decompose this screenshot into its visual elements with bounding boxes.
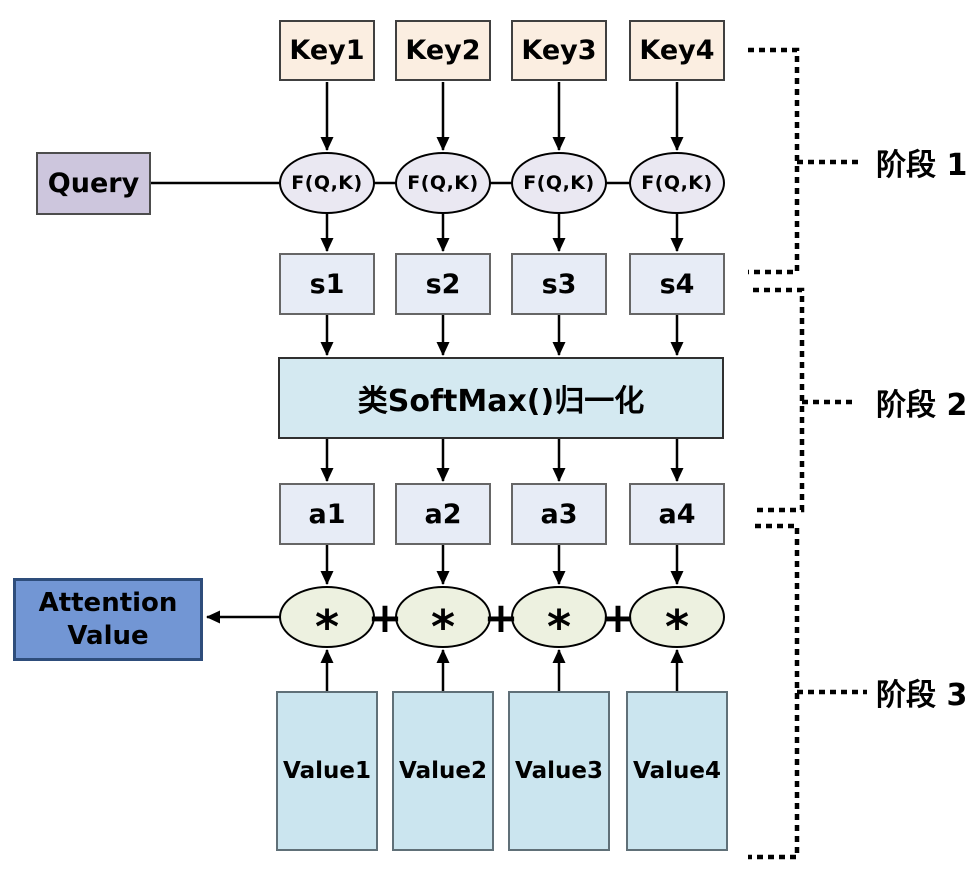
value-box-1: Value1 <box>276 691 378 851</box>
score-to-softmax-arrows <box>320 315 684 356</box>
attention-value-line1: Attention <box>38 588 178 618</box>
key-box-1: Key1 <box>279 20 375 81</box>
key-box-4: Key4 <box>629 20 725 81</box>
key-label-3: Key3 <box>521 35 597 66</box>
multiply-symbol-1: * <box>314 600 340 654</box>
query-box: Query <box>36 152 151 215</box>
attention-value-box: Attention Value <box>13 578 203 661</box>
softmax-to-weight-arrows <box>320 439 684 482</box>
stage-2-bracket <box>753 287 853 513</box>
value-box-2: Value2 <box>392 691 494 851</box>
key-box-2: Key2 <box>395 20 491 81</box>
multiply-symbol-4: * <box>664 600 690 654</box>
score-label-1: s1 <box>309 268 345 300</box>
score-box-3: s3 <box>511 253 607 315</box>
value-label-2: Value2 <box>399 758 487 784</box>
stage-label-2: 阶段 2 <box>876 388 968 423</box>
score-fn-ellipse-2: F(Q,K) <box>395 152 491 214</box>
score-fn-ellipse-1: F(Q,K) <box>279 152 375 214</box>
weight-label-3: a3 <box>540 498 578 530</box>
multiply-symbol-2: * <box>430 600 456 654</box>
fn-to-score-arrows <box>320 214 684 252</box>
multiply-ellipse-1: * <box>279 586 375 654</box>
multiply-ellipse-2: * <box>395 586 491 654</box>
weight-box-4: a4 <box>629 483 725 545</box>
softmax-box: 类SoftMax()归一化 <box>278 357 724 439</box>
weight-box-2: a2 <box>395 483 491 545</box>
query-label: Query <box>47 168 140 199</box>
stage-label-3: 阶段 3 <box>876 678 968 713</box>
score-fn-label-3: F(Q,K) <box>523 172 595 194</box>
attention-value-line2: Value <box>67 620 149 651</box>
score-fn-ellipse-4: F(Q,K) <box>629 152 725 214</box>
weight-to-multiply-arrows <box>320 545 684 585</box>
weight-label-1: a1 <box>308 498 346 530</box>
score-label-3: s3 <box>541 268 577 300</box>
score-label-2: s2 <box>425 268 461 300</box>
multiply-ellipse-3: * <box>511 586 607 654</box>
score-box-2: s2 <box>395 253 491 315</box>
stage-3-bracket <box>748 523 867 860</box>
key-label-4: Key4 <box>639 35 715 66</box>
stage-label-1: 阶段 1 <box>876 148 968 183</box>
multiply-symbol-3: * <box>546 600 572 654</box>
score-box-1: s1 <box>279 253 375 315</box>
weight-box-3: a3 <box>511 483 607 545</box>
score-box-4: s4 <box>629 253 725 315</box>
key-label-2: Key2 <box>405 35 481 66</box>
softmax-label: 类SoftMax()归一化 <box>357 384 645 419</box>
value-box-3: Value3 <box>508 691 610 851</box>
key-label-1: Key1 <box>289 35 365 66</box>
value-label-1: Value1 <box>283 758 371 784</box>
weight-label-2: a2 <box>424 498 462 530</box>
weight-box-1: a1 <box>279 483 375 545</box>
score-fn-label-2: F(Q,K) <box>407 172 479 194</box>
stage-1-bracket <box>748 47 862 275</box>
value-label-4: Value4 <box>633 758 721 784</box>
plus-symbol-3: + <box>600 592 636 642</box>
value-label-3: Value3 <box>515 758 603 784</box>
multiply-ellipse-4: * <box>629 586 725 654</box>
key-to-fn-arrows <box>320 82 684 151</box>
score-fn-ellipse-3: F(Q,K) <box>511 152 607 214</box>
plus-symbol-1: + <box>367 592 403 642</box>
weight-label-4: a4 <box>658 498 696 530</box>
value-box-4: Value4 <box>626 691 728 851</box>
score-label-4: s4 <box>659 268 695 300</box>
score-fn-label-4: F(Q,K) <box>641 172 713 194</box>
plus-symbol-2: + <box>483 592 519 642</box>
score-fn-label-1: F(Q,K) <box>291 172 363 194</box>
value-to-multiply-arrows <box>320 649 684 691</box>
key-box-3: Key3 <box>511 20 607 81</box>
